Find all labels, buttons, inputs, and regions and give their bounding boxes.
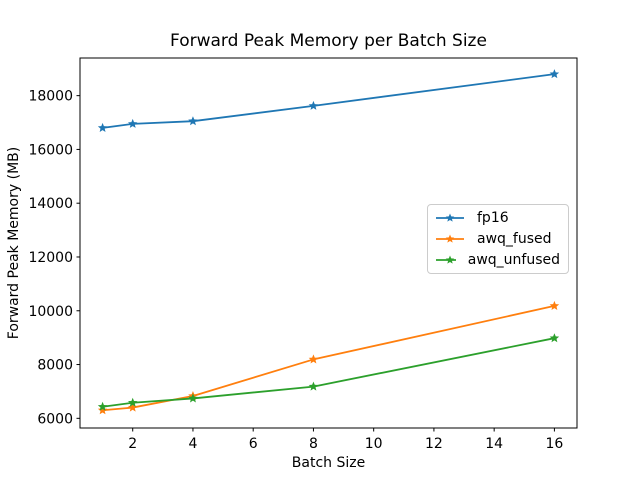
legend-label: fp16 [477,210,509,227]
x-tick-label: 8 [309,436,318,452]
chart-title: Forward Peak Memory per Batch Size [170,31,487,51]
legend-entry-awq_fused: awq_fused [435,229,560,249]
y-tick-label: 6000 [37,411,73,427]
x-axis-label: Batch Size [291,455,366,471]
marker-fp16 [188,116,198,126]
line-awq_fused [102,305,555,412]
x-tick-label: 10 [365,436,383,452]
marker-awq_fused [97,405,108,415]
marker-awq_unfused [188,393,198,403]
y-tick-label: 8000 [37,358,73,374]
y-axis-label: Forward Peak Memory (MB) [6,146,22,340]
x-tick-label: 2 [128,436,137,452]
marker-fp16 [549,69,560,79]
x-axis-ticks: 2 4 6 8 10 12 14 16 [128,428,563,452]
x-tick-label: 6 [249,436,258,452]
marker-awq_unfused [549,333,560,343]
x-tick-label: 12 [425,436,443,452]
y-tick-label: 10000 [28,304,73,320]
y-tick-label: 18000 [28,89,73,105]
legend-label: awq_fused [477,230,552,247]
y-tick-label: 12000 [28,250,73,266]
x-tick-label: 14 [485,436,503,452]
legend-star [445,213,455,222]
legend-star [445,234,455,243]
legend-star [445,255,455,264]
y-tick-label: 14000 [28,196,73,212]
marker-fp16 [97,122,108,132]
y-tick-label: 16000 [28,142,73,158]
x-tick-label: 4 [188,436,197,452]
marker-awq_fused [549,300,560,310]
marker-fp16 [308,100,319,110]
data-series [97,69,560,415]
marker-awq_unfused [127,397,138,407]
marker-awq_unfused [97,401,108,411]
legend-entry-fp16: fp16 [435,208,560,228]
x-tick-label: 16 [545,436,563,452]
legend-entry-awq_unfused: awq_unfused [435,250,560,270]
marker-fp16 [127,118,138,128]
marker-awq_fused [127,402,138,412]
legend-marker-fp16 [436,213,464,222]
legend-label: awq_unfused [467,251,560,268]
plot-border [79,57,578,429]
legend-marker-awq_fused [436,234,464,243]
marker-awq_unfused [308,381,319,391]
y-axis-ticks: 6000 8000 10000 12000 14000 16000 18000 [28,89,80,427]
line-fp16 [102,73,555,129]
legend: fp16 awq_fused awq_unfused [427,204,569,274]
line-awq_unfused [102,337,555,408]
legend-marker-awq_unfused [436,255,456,264]
marker-awq_fused [308,354,319,364]
